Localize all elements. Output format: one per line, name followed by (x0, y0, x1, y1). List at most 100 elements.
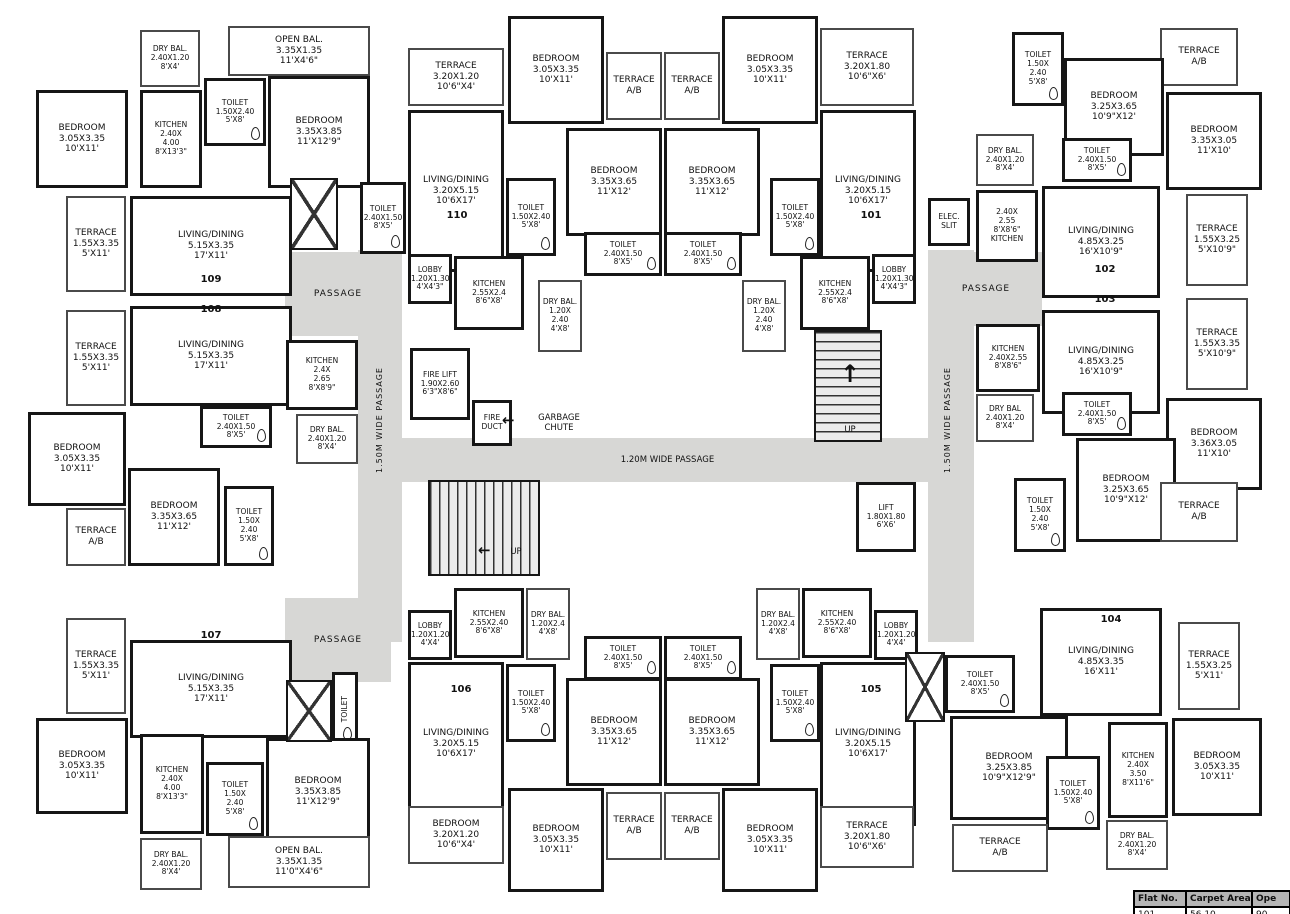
table-header-flat-no: Flat No. (1134, 891, 1186, 907)
table-header-row: Flat No. Carpet Area Ope (1134, 891, 1290, 907)
passage-label-left-vertical-label: 1.50M WIDE PASSAGE (375, 367, 385, 473)
flat-number-102-label: 102 (1094, 264, 1116, 276)
toilet-fixture-icon (727, 661, 736, 674)
table-cell-carpet-area: 56.10 (1186, 907, 1252, 914)
toilet-fixture-icon (259, 547, 268, 560)
flat-number-103-label: 103 (1094, 294, 1116, 306)
flat-number-108-label: 108 (200, 304, 222, 316)
flat-number-110-label: 110 (446, 210, 468, 222)
toilet-fixture-icon (1117, 417, 1126, 430)
passage-label-left-vertical: 1.50M WIDE PASSAGE (366, 330, 394, 510)
toilet-fixture-icon (647, 661, 656, 674)
passage-label-central: 1.20M WIDE PASSAGE (580, 452, 755, 468)
flat-number-101: 101 (846, 208, 896, 224)
toilet-fixture-icon (249, 817, 258, 830)
flat-number-106-label: 106 (450, 684, 472, 696)
toilet-fixture-icon (727, 257, 736, 270)
table-header-open: Ope (1252, 891, 1290, 907)
flat-number-104: 104 (1086, 612, 1136, 628)
flat-number-105: 105 (846, 682, 896, 698)
flat-number-109: 109 (186, 272, 236, 288)
toilet-fixture-icon (1085, 811, 1094, 824)
flat-area-table: Flat No. Carpet Area Ope 101 56.10 90 (1133, 890, 1290, 914)
flat-number-108: 108 (186, 302, 236, 318)
passage-label-right-vertical: 1.50M WIDE PASSAGE (934, 330, 962, 510)
